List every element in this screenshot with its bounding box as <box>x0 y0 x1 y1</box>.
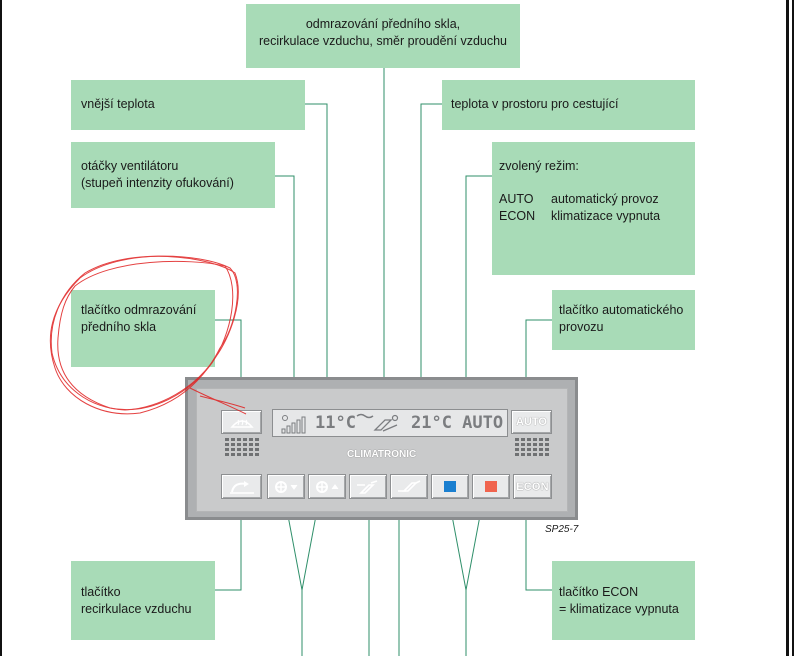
air-upper-button[interactable] <box>349 474 387 499</box>
temperature-down-button[interactable] <box>431 474 469 499</box>
label-top-text: odmrazování předního skla, recirkulace v… <box>258 17 508 48</box>
climatronic-panel: AUTO 11°C <box>185 377 578 520</box>
line-mode <box>465 175 492 387</box>
line-fan-speed <box>275 175 295 387</box>
label-fan-speed: otáčky ventilátoru (stupeň intenzity ofu… <box>71 142 275 208</box>
line-auto <box>525 319 552 387</box>
air-direction-icon <box>356 413 399 432</box>
frame-left <box>0 0 2 656</box>
fan-up-button[interactable] <box>308 474 346 499</box>
right-led-grid <box>515 438 549 456</box>
frame-right-outer <box>792 0 794 656</box>
panel-face: AUTO 11°C <box>196 388 568 512</box>
label-cabin-temp-text: teplota v prostoru pro cestující <box>451 97 619 111</box>
figure-id: SP25-7 <box>545 524 579 535</box>
label-econ-button: tlačítko ECON = klimatizace vypnuta <box>552 561 695 640</box>
label-defrost-text: tlačítko odmrazování předního skla <box>81 303 197 334</box>
lcd-display: 11°C 21°C AUTO <box>272 409 508 437</box>
recirculation-button[interactable] <box>221 474 262 499</box>
temperature-up-button[interactable] <box>472 474 510 499</box>
cabin-temp-display: 21°C AUTO <box>411 413 504 433</box>
outside-temp-display: 11°C <box>315 413 356 433</box>
cold-square-icon <box>444 481 456 492</box>
line-econ <box>525 505 552 591</box>
recirculation-icon <box>229 480 254 494</box>
air-lower-button[interactable] <box>390 474 428 499</box>
label-top: odmrazování předního skla, recirkulace v… <box>246 4 520 68</box>
label-fan-speed-text: otáčky ventilátoru (stupeň intenzity ofu… <box>81 159 234 190</box>
auto-button-label: AUTO <box>516 416 547 428</box>
label-outside-temp-text: vnější teplota <box>81 97 155 111</box>
fan-level-icon <box>281 415 306 434</box>
line-defrost <box>215 319 242 387</box>
airflow-lower-icon <box>398 479 421 492</box>
fan-plus-icon <box>316 480 339 493</box>
label-mode-title: zvolený režim: <box>499 159 579 173</box>
auto-button[interactable]: AUTO <box>511 410 552 434</box>
mode-key-econ: ECON <box>499 209 536 223</box>
fan-down-button[interactable] <box>267 474 305 499</box>
hot-square-icon <box>485 481 497 492</box>
econ-button-label: ECON <box>516 480 549 493</box>
econ-button[interactable]: ECON <box>513 474 552 499</box>
line-cabin-temp <box>420 103 442 387</box>
climatronic-brand: CLIMATRONIC <box>347 449 417 460</box>
mode-key-auto: AUTO <box>499 192 534 206</box>
windshield-defrost-icon <box>229 419 254 428</box>
label-cabin-temp: teplota v prostoru pro cestující <box>442 80 695 130</box>
frame-right <box>786 0 789 656</box>
left-led-grid <box>225 438 259 456</box>
label-defrost-button: tlačítko odmrazování předního skla <box>71 290 215 367</box>
defrost-button[interactable] <box>221 410 262 434</box>
airflow-upper-icon <box>357 479 378 494</box>
mode-desc-auto: automatický provoz <box>551 192 659 206</box>
mode-desc-econ: klimatizace vypnuta <box>551 209 661 223</box>
red-scribble-annotation <box>49 255 247 415</box>
label-auto-text: tlačítko automatického provozu <box>559 303 684 334</box>
label-outside-temp: vnější teplota <box>71 80 305 130</box>
line-recirc <box>215 505 242 591</box>
label-recirc-text: tlačítko recirkulace vzduchu <box>81 585 192 616</box>
label-auto-button: tlačítko automatického provozu <box>552 290 695 350</box>
label-mode: zvolený režim: AUTO automatický provoz EC… <box>492 142 695 275</box>
label-recirc-button: tlačítko recirkulace vzduchu <box>71 561 215 640</box>
label-econ-text: tlačítko ECON = klimatizace vypnuta <box>559 585 679 616</box>
fan-minus-icon <box>275 480 298 493</box>
line-outside-temp <box>305 103 328 387</box>
